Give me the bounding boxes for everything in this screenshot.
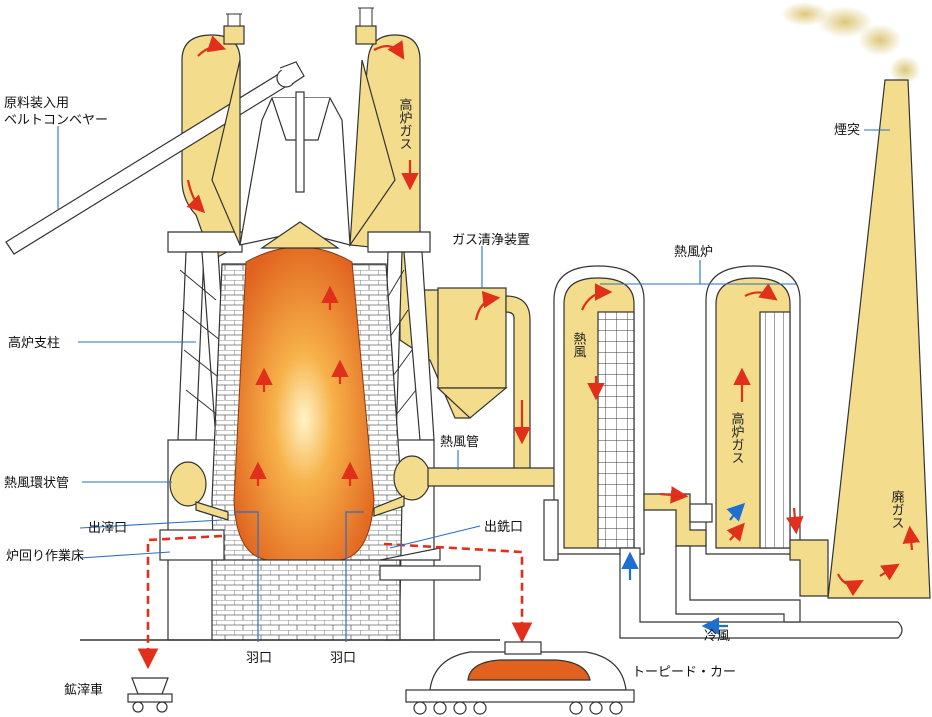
label-hot-stove: 熱風炉: [674, 245, 713, 260]
label-slag-notch: 出滓口: [88, 520, 127, 536]
charging-conveyor: [5, 61, 305, 255]
stove-piping: [643, 493, 829, 597]
furnace-interior: [233, 246, 375, 561]
torpedo-car: [405, 641, 635, 715]
label-stove-bf-gas: 高炉ガス: [729, 411, 745, 464]
furnace-top: [211, 59, 396, 249]
leader-lines: [57, 126, 890, 559]
hot-stove-left: [553, 265, 645, 555]
label-slag-car: 鉱滓車: [64, 682, 103, 698]
label-waste-gas: 廃ガス: [889, 489, 905, 529]
text-labels: 原料装入用 ベルトコンベヤー 高炉支柱 熱風環状管 出滓口 炉回り作業床 羽口 …: [4, 96, 860, 698]
label-cast-floor: 炉回り作業床: [6, 548, 84, 564]
hot-stove-right: [705, 265, 801, 555]
label-bustle-pipe: 熱風環状管: [4, 476, 69, 491]
label-cold-blast: 冷風: [704, 629, 730, 644]
chimney-smoke: [781, 2, 921, 84]
tap-flow-arrows: [137, 534, 533, 670]
label-chimney: 煙突: [834, 122, 860, 138]
label-conveyor-line2: ベルトコンベヤー: [4, 113, 108, 128]
cold-blast-pipe: [543, 499, 903, 639]
label-tap-hole: 出銑口: [484, 519, 523, 535]
label-gas-vertical: 高炉ガス: [397, 97, 413, 150]
label-hot-blast-main: 熱風管: [440, 435, 479, 450]
label-torpedo-car: トーピード・カー: [632, 665, 736, 680]
bustle-pipe: [169, 455, 431, 521]
vertical-labels: 高炉ガス 熱風 高炉ガス 廃ガス: [397, 97, 905, 529]
label-furnace-column: 高炉支柱: [8, 335, 60, 351]
hot-blast-main: [427, 467, 573, 487]
tuyere-leaders: [234, 511, 364, 642]
cold-blast-arrows: [621, 502, 746, 635]
label-gas-cleaner: ガス清浄装置: [452, 233, 530, 248]
hearth-base: [80, 529, 500, 641]
label-conveyor-line1: 原料装入用: [4, 96, 69, 111]
label-tuyere-right: 羽口: [330, 651, 356, 666]
slag-car: [127, 677, 173, 713]
chimney: [827, 79, 931, 599]
label-tuyere-left: 羽口: [246, 651, 272, 666]
uptake-valves: [226, 7, 374, 27]
gas-flow-arrows: [186, 35, 921, 597]
label-stove-hot-blast: 熱風: [571, 332, 587, 359]
